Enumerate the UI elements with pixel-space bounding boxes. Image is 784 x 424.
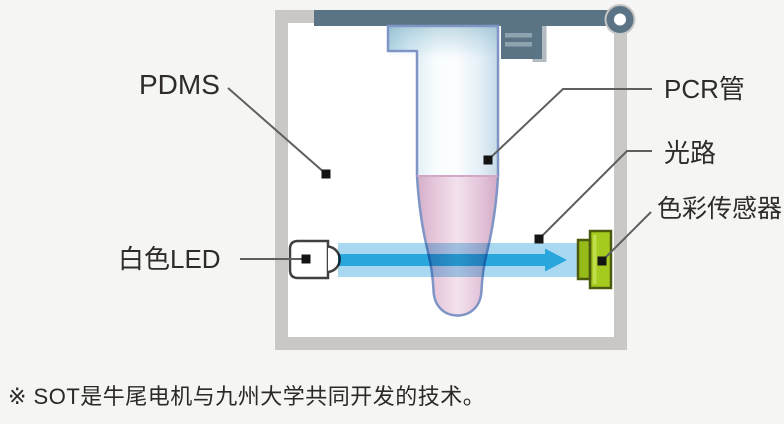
pcr-tube-body bbox=[388, 26, 498, 176]
leader-dots bbox=[301, 155, 607, 266]
top-bar-rect bbox=[314, 10, 610, 26]
dot-white-led bbox=[301, 254, 311, 264]
pcr-tube-outline bbox=[386, 24, 500, 176]
label-color-sensor: 色彩传感器 bbox=[657, 195, 783, 223]
label-light-path: 光路 bbox=[664, 138, 717, 168]
dot-pdms bbox=[321, 169, 331, 179]
beam-arrow-icon bbox=[545, 248, 567, 272]
label-pcr-tube: PCR管 bbox=[664, 74, 745, 104]
sensor-body-outline bbox=[588, 229, 613, 290]
tube-clip-edge bbox=[532, 26, 547, 62]
sensor-highlight bbox=[593, 235, 597, 284]
leader-pcr-tube bbox=[487, 88, 652, 161]
top-bar bbox=[314, 4, 636, 35]
footnote: ※ SOT是牛尾电机与九州大学共同开发的技术。 bbox=[8, 384, 486, 409]
sensor-nub bbox=[578, 240, 590, 279]
leader-lines bbox=[227, 87, 652, 261]
dot-color-sensor bbox=[597, 256, 607, 266]
leader-color-sensor bbox=[602, 211, 652, 261]
hinge-ring-hole bbox=[614, 13, 626, 26]
label-pdms: PDMS bbox=[139, 69, 220, 100]
beam-core bbox=[338, 254, 546, 266]
light-beam bbox=[338, 243, 577, 277]
label-white-led: 白色LED bbox=[118, 244, 221, 274]
leader-light-path bbox=[538, 150, 652, 240]
pcr-tube-cap bbox=[389, 27, 497, 59]
leader-pdms bbox=[227, 87, 327, 175]
tube-clip-stripe bbox=[505, 42, 532, 47]
tube-clip bbox=[501, 26, 547, 62]
dot-light-path bbox=[534, 234, 544, 244]
tube-clip-stripe bbox=[505, 33, 532, 38]
dot-pcr-tube bbox=[483, 155, 493, 165]
